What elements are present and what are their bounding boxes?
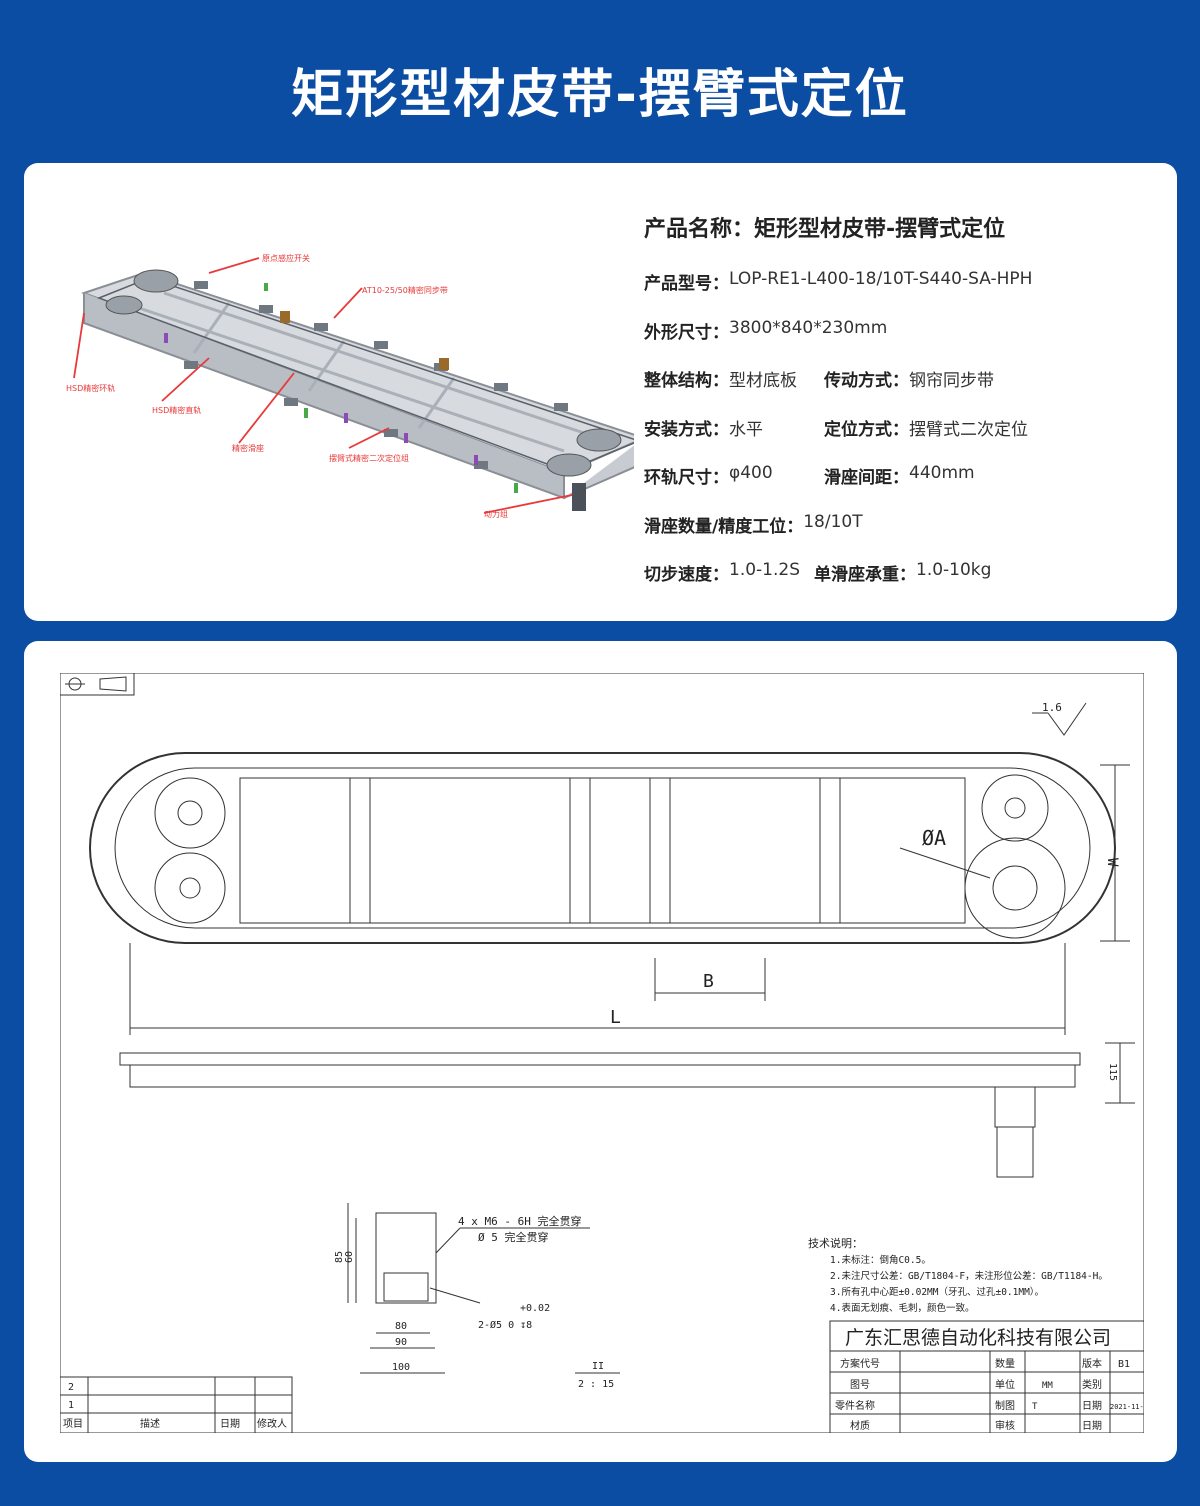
rev-item: 项目 xyxy=(63,1418,83,1430)
tech-line-1: 1.未标注：倒角C0.5。 xyxy=(830,1254,931,1266)
tech-line-2: 2.未注尺寸公差：GB/T1804-F，未注形位公差：GB/T1184-H。 xyxy=(830,1270,1108,1282)
tb-unit-val: MM xyxy=(1042,1381,1053,1391)
page-title: 矩形型材皮带-摆臂式定位 xyxy=(291,65,909,125)
tb-ver: 版本 xyxy=(1082,1357,1102,1370)
callout-power: 动力组 xyxy=(484,510,508,519)
conveyor-3d-illustration xyxy=(73,257,647,514)
product-render: 原点感应开关 AT10-25/50精密同步带 HSD精密环轨 HSD精密直轨 精… xyxy=(44,233,647,533)
detail-note1: 4 x M6 - 6H 完全贯穿 xyxy=(458,1214,581,1228)
callout-belt: AT10-25/50精密同步带 xyxy=(362,286,448,295)
company-name: 广东汇思德自动化科技有限公司 xyxy=(845,1327,1111,1349)
dim-b: B xyxy=(703,971,714,992)
rev-by: 修改人 xyxy=(257,1417,287,1430)
tb-ver-val: B1 xyxy=(1118,1359,1130,1370)
tb-date-val: 2021-11-11 xyxy=(1110,1403,1144,1411)
rev-row1: 1 xyxy=(68,1400,74,1411)
engineering-drawing: 1.6 ØA W B L 115 4 x M6 - 6H 完全贯穿 Ø 5 完全… xyxy=(60,673,1144,1433)
rev-desc: 描述 xyxy=(140,1417,160,1430)
dim-l: L xyxy=(610,1007,621,1028)
tb-drawer-val: T xyxy=(1032,1402,1038,1412)
roughness-value: 1.6 xyxy=(1042,701,1062,714)
tb-date: 日期 xyxy=(1082,1400,1102,1412)
rev-row2: 2 xyxy=(68,1382,74,1393)
spec-list: 产品名称：矩形型材皮带-摆臂式定位 产品型号：LOP-RE1-L400-18/1… xyxy=(644,211,1164,609)
detail-dim-85: 85 xyxy=(334,1251,345,1263)
detail-dim-90: 90 xyxy=(395,1337,407,1348)
detail-dim-100: 100 xyxy=(392,1362,410,1373)
detail-tolerance: +0.02 xyxy=(520,1303,550,1314)
tb-drawer: 制图 xyxy=(995,1399,1015,1412)
dim-w: W xyxy=(1104,858,1120,867)
dim-115: 115 xyxy=(1107,1063,1118,1081)
detail-dim-60: 60 xyxy=(344,1251,355,1263)
spec-speed-load: 切步速度：1.0-1.2S 单滑座承重：1.0-10kg xyxy=(644,560,992,585)
scale-value: 2 : 15 xyxy=(578,1379,614,1390)
callout-origin-switch: 原点感应开关 xyxy=(262,254,310,263)
detail-note2: Ø 5 完全贯穿 xyxy=(478,1230,549,1244)
rev-date: 日期 xyxy=(220,1418,240,1430)
product-card: 原点感应开关 AT10-25/50精密同步带 HSD精密环轨 HSD精密直轨 精… xyxy=(24,163,1177,621)
spec-ring-pitch: 环轨尺寸：φ400 滑座间距：440mm xyxy=(644,463,975,488)
callout-locator: 摆臂式精密二次定位组 xyxy=(329,454,409,463)
spec-size: 外形尺寸：3800*840*230mm xyxy=(644,317,888,343)
tech-line-4: 4.表面无划痕、毛刺，颜色一致。 xyxy=(830,1302,974,1314)
tb-unit: 单位 xyxy=(995,1378,1015,1391)
tech-title: 技术说明： xyxy=(808,1236,863,1250)
spec-mount-position: 安装方式：水平 定位方式：摆臂式二次定位 xyxy=(644,419,1028,440)
spec-count: 滑座数量/精度工位：18/10T xyxy=(644,511,863,537)
tb-type: 类别 xyxy=(1082,1378,1102,1391)
spec-structure-drive: 整体结构：型材底板 传动方式：钢帘同步带 xyxy=(644,371,994,391)
tech-line-3: 3.所有孔中心距±0.02MM（牙孔、过孔±0.1MM）。 xyxy=(830,1286,1044,1298)
tb-part: 零件名称 xyxy=(835,1399,875,1412)
tb-material: 材质 xyxy=(850,1419,870,1432)
detail-dim-80: 80 xyxy=(395,1321,407,1332)
tb-drawno: 图号 xyxy=(850,1379,870,1391)
spec-product-name: 产品名称：矩形型材皮带-摆臂式定位 xyxy=(644,217,1006,242)
dim-diameter: ØA xyxy=(922,826,946,850)
tb-date2: 日期 xyxy=(1082,1420,1102,1432)
callout-straight-rail: HSD精密直轨 xyxy=(152,406,202,415)
callout-slider: 精密滑座 xyxy=(232,444,264,453)
scale-label: II xyxy=(592,1361,604,1372)
spec-model: 产品型号：LOP-RE1-L400-18/10T-S440-SA-HPH xyxy=(644,269,1033,294)
tb-check: 审核 xyxy=(995,1419,1015,1432)
drawing-card: 1.6 ØA W B L 115 4 x M6 - 6H 完全贯穿 Ø 5 完全… xyxy=(24,641,1177,1462)
tb-plan: 方案代号 xyxy=(840,1357,880,1370)
detail-hole: 2-Ø5 0 ↧8 xyxy=(478,1319,532,1331)
tb-qty: 数量 xyxy=(995,1357,1015,1370)
callout-ring-rail: HSD精密环轨 xyxy=(66,384,116,393)
